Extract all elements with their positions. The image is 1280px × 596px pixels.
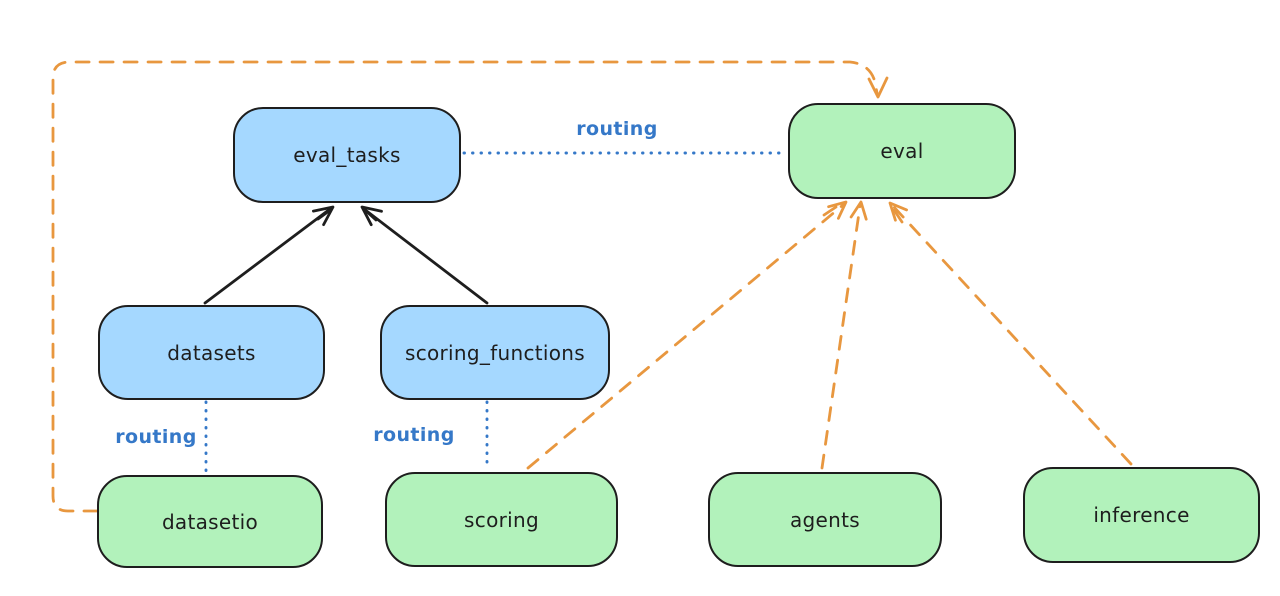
edge-scoring-to-eval	[526, 200, 848, 470]
node-label: scoring_functions	[404, 340, 586, 365]
edge-agents-to-eval	[820, 200, 868, 470]
node-agents: agents	[708, 472, 942, 567]
node-eval-tasks: eval_tasks	[233, 107, 461, 203]
node-label: inference	[1093, 503, 1190, 527]
node-label: datasetio	[161, 509, 259, 534]
edge-datasetio-to-eval	[51, 60, 889, 513]
routing-label-datasets-datasetio: routing	[115, 426, 197, 448]
node-datasetio: datasetio	[97, 475, 323, 568]
node-label: eval_tasks	[293, 143, 401, 167]
node-eval: eval	[788, 103, 1016, 199]
edge-inference-to-eval	[888, 201, 1133, 466]
node-label: eval	[880, 139, 924, 163]
node-scoring: scoring	[385, 472, 618, 567]
edge-datasets-to-eval-tasks	[203, 205, 335, 305]
routing-label-eval-tasks-eval: routing	[576, 118, 658, 140]
node-scoring-functions: scoring_functions	[380, 305, 610, 400]
edge-scoring-functions-to-eval-tasks	[360, 205, 489, 305]
node-label: agents	[790, 507, 860, 532]
node-inference: inference	[1023, 467, 1260, 563]
routing-label-scoring-functions-scoring: routing	[373, 424, 455, 446]
node-label: scoring	[464, 507, 539, 532]
node-label: datasets	[167, 340, 256, 365]
node-datasets: datasets	[98, 305, 325, 400]
